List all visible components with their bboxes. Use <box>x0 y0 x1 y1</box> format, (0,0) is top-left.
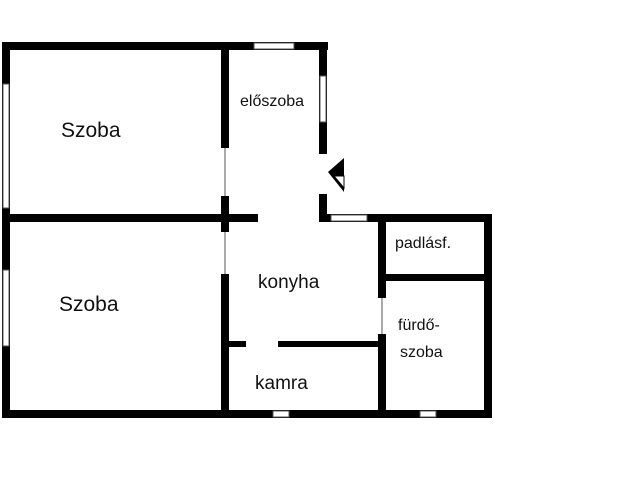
wall-hall-left <box>221 42 229 418</box>
window-top <box>253 42 295 50</box>
window-hall-right <box>319 75 327 123</box>
room-label-konyha: konyha <box>258 272 320 293</box>
room-label-eloszoba: előszoba <box>240 93 304 110</box>
wall-between-rooms <box>2 214 260 222</box>
window-left-bottom <box>2 269 10 347</box>
outer-wall-right-hall <box>319 42 327 222</box>
room-label-furdo-line2: szoba <box>400 344 443 361</box>
door-gap-kitchen-pantry <box>246 340 278 348</box>
entrance-arrow-notch <box>332 175 345 190</box>
window-pantry-bottom <box>272 410 290 418</box>
door-gap-entrance <box>318 154 328 194</box>
window-hall-bottom <box>330 214 368 222</box>
outer-wall-bottom <box>2 410 492 418</box>
outer-wall-right-bath <box>484 214 492 418</box>
wall-attic-bottom <box>378 274 492 281</box>
wall-pantry-top <box>221 341 386 347</box>
outer-wall-top-right <box>319 214 492 222</box>
room-label-furdo-line1: fürdő- <box>398 317 440 334</box>
room-label-padlasf: padlásf. <box>395 235 451 252</box>
window-left-top <box>2 83 10 209</box>
room-label-szoba-top: Szoba <box>61 119 121 142</box>
window-bath-bottom <box>419 410 437 418</box>
room-label-kamra: kamra <box>255 373 308 394</box>
room-label-szoba-bottom: Szoba <box>59 293 119 316</box>
outer-wall-left <box>2 42 10 418</box>
entrance-arrow-icon <box>328 158 344 192</box>
outer-wall-top <box>2 42 328 50</box>
door-gap-hall-kitchen <box>258 213 298 223</box>
